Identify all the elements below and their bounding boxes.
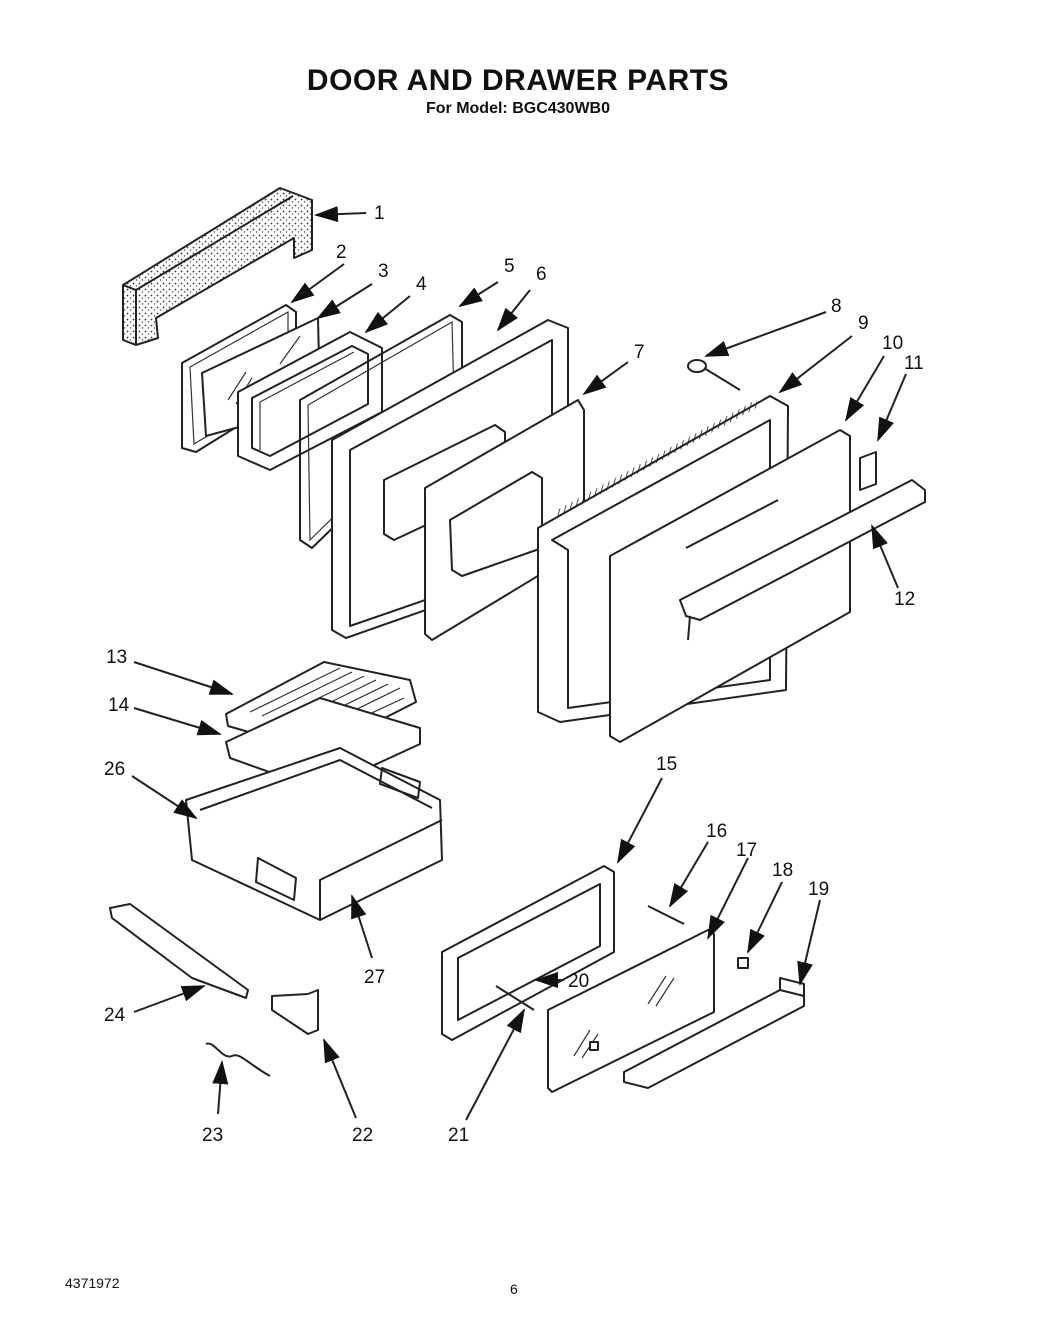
part-bumper-8 (687, 359, 741, 391)
callout-6: 6 (496, 264, 547, 332)
svg-text:10: 10 (882, 333, 903, 354)
callout-11: 11 (877, 353, 924, 442)
part-drawer-front-frame-15 (441, 865, 615, 1041)
model-subtitle: For Model: BGC430WB0 (425, 100, 610, 117)
svg-text:5: 5 (504, 256, 515, 277)
document-number: 4371972 (65, 1275, 120, 1291)
callout-7: 7 (582, 342, 645, 396)
callout-17: 17 (707, 840, 757, 940)
svg-text:17: 17 (736, 840, 757, 861)
svg-text:27: 27 (364, 967, 385, 988)
part-bracket-22 (271, 989, 319, 1035)
svg-text:24: 24 (104, 1005, 126, 1026)
svg-text:7: 7 (634, 342, 645, 363)
callout-15: 15 (617, 754, 677, 864)
callout-23: 23 (202, 1060, 229, 1146)
callout-22: 22 (323, 1038, 373, 1146)
svg-text:3: 3 (378, 261, 389, 282)
svg-text:6: 6 (536, 264, 547, 285)
callout-16: 16 (668, 821, 727, 908)
part-drawer-slide-24 (109, 903, 249, 999)
callout-9: 9 (778, 313, 869, 394)
callout-13: 13 (106, 647, 234, 695)
callout-label: 1 (374, 203, 385, 224)
svg-text:23: 23 (202, 1125, 223, 1146)
callout-18: 18 (747, 860, 793, 954)
svg-text:26: 26 (104, 759, 125, 780)
callout-14: 14 (108, 695, 222, 736)
callout-26: 26 (104, 759, 198, 820)
part-clip-18 (737, 957, 749, 969)
callout-12: 12 (871, 524, 915, 610)
svg-text:4: 4 (416, 274, 427, 295)
part-rod-16 (647, 905, 685, 925)
svg-text:14: 14 (108, 695, 130, 716)
callout-24: 24 (104, 985, 206, 1026)
part-bracket-11 (859, 451, 877, 491)
svg-text:15: 15 (656, 754, 677, 775)
svg-text:8: 8 (831, 296, 842, 317)
callout-2: 2 (290, 242, 347, 304)
svg-text:12: 12 (894, 589, 915, 610)
callout-4: 4 (364, 274, 427, 334)
callout-8: 8 (704, 296, 842, 357)
page-title: DOOR AND DRAWER PARTS (306, 64, 730, 97)
part-drawer-body-26 (185, 747, 443, 921)
callout-5: 5 (458, 256, 515, 308)
part-drawer-handle-19 (623, 977, 805, 1089)
callout-21: 21 (448, 1008, 525, 1146)
svg-text:21: 21 (448, 1125, 469, 1146)
callout-1: 1 (314, 203, 385, 224)
part-broiler-pan-14 (225, 697, 421, 791)
part-spring-23 (205, 1042, 271, 1077)
callout-19: 19 (797, 879, 829, 986)
callout-10: 10 (844, 333, 903, 422)
svg-text:13: 13 (106, 647, 127, 668)
callout-20: 20 (534, 971, 589, 992)
svg-text:19: 19 (808, 879, 829, 900)
part-door-handle-12 (679, 479, 926, 641)
svg-text:16: 16 (706, 821, 727, 842)
svg-text:20: 20 (568, 971, 589, 992)
svg-text:9: 9 (858, 313, 869, 334)
svg-text:18: 18 (772, 860, 793, 881)
callout-27: 27 (351, 894, 385, 988)
callout-3: 3 (316, 261, 389, 320)
part-rod-21 (495, 985, 535, 1011)
svg-text:2: 2 (336, 242, 347, 263)
page-number: 6 (510, 1281, 518, 1297)
part-insulation-block (122, 187, 313, 346)
svg-text:22: 22 (352, 1125, 373, 1146)
svg-text:11: 11 (904, 353, 924, 374)
